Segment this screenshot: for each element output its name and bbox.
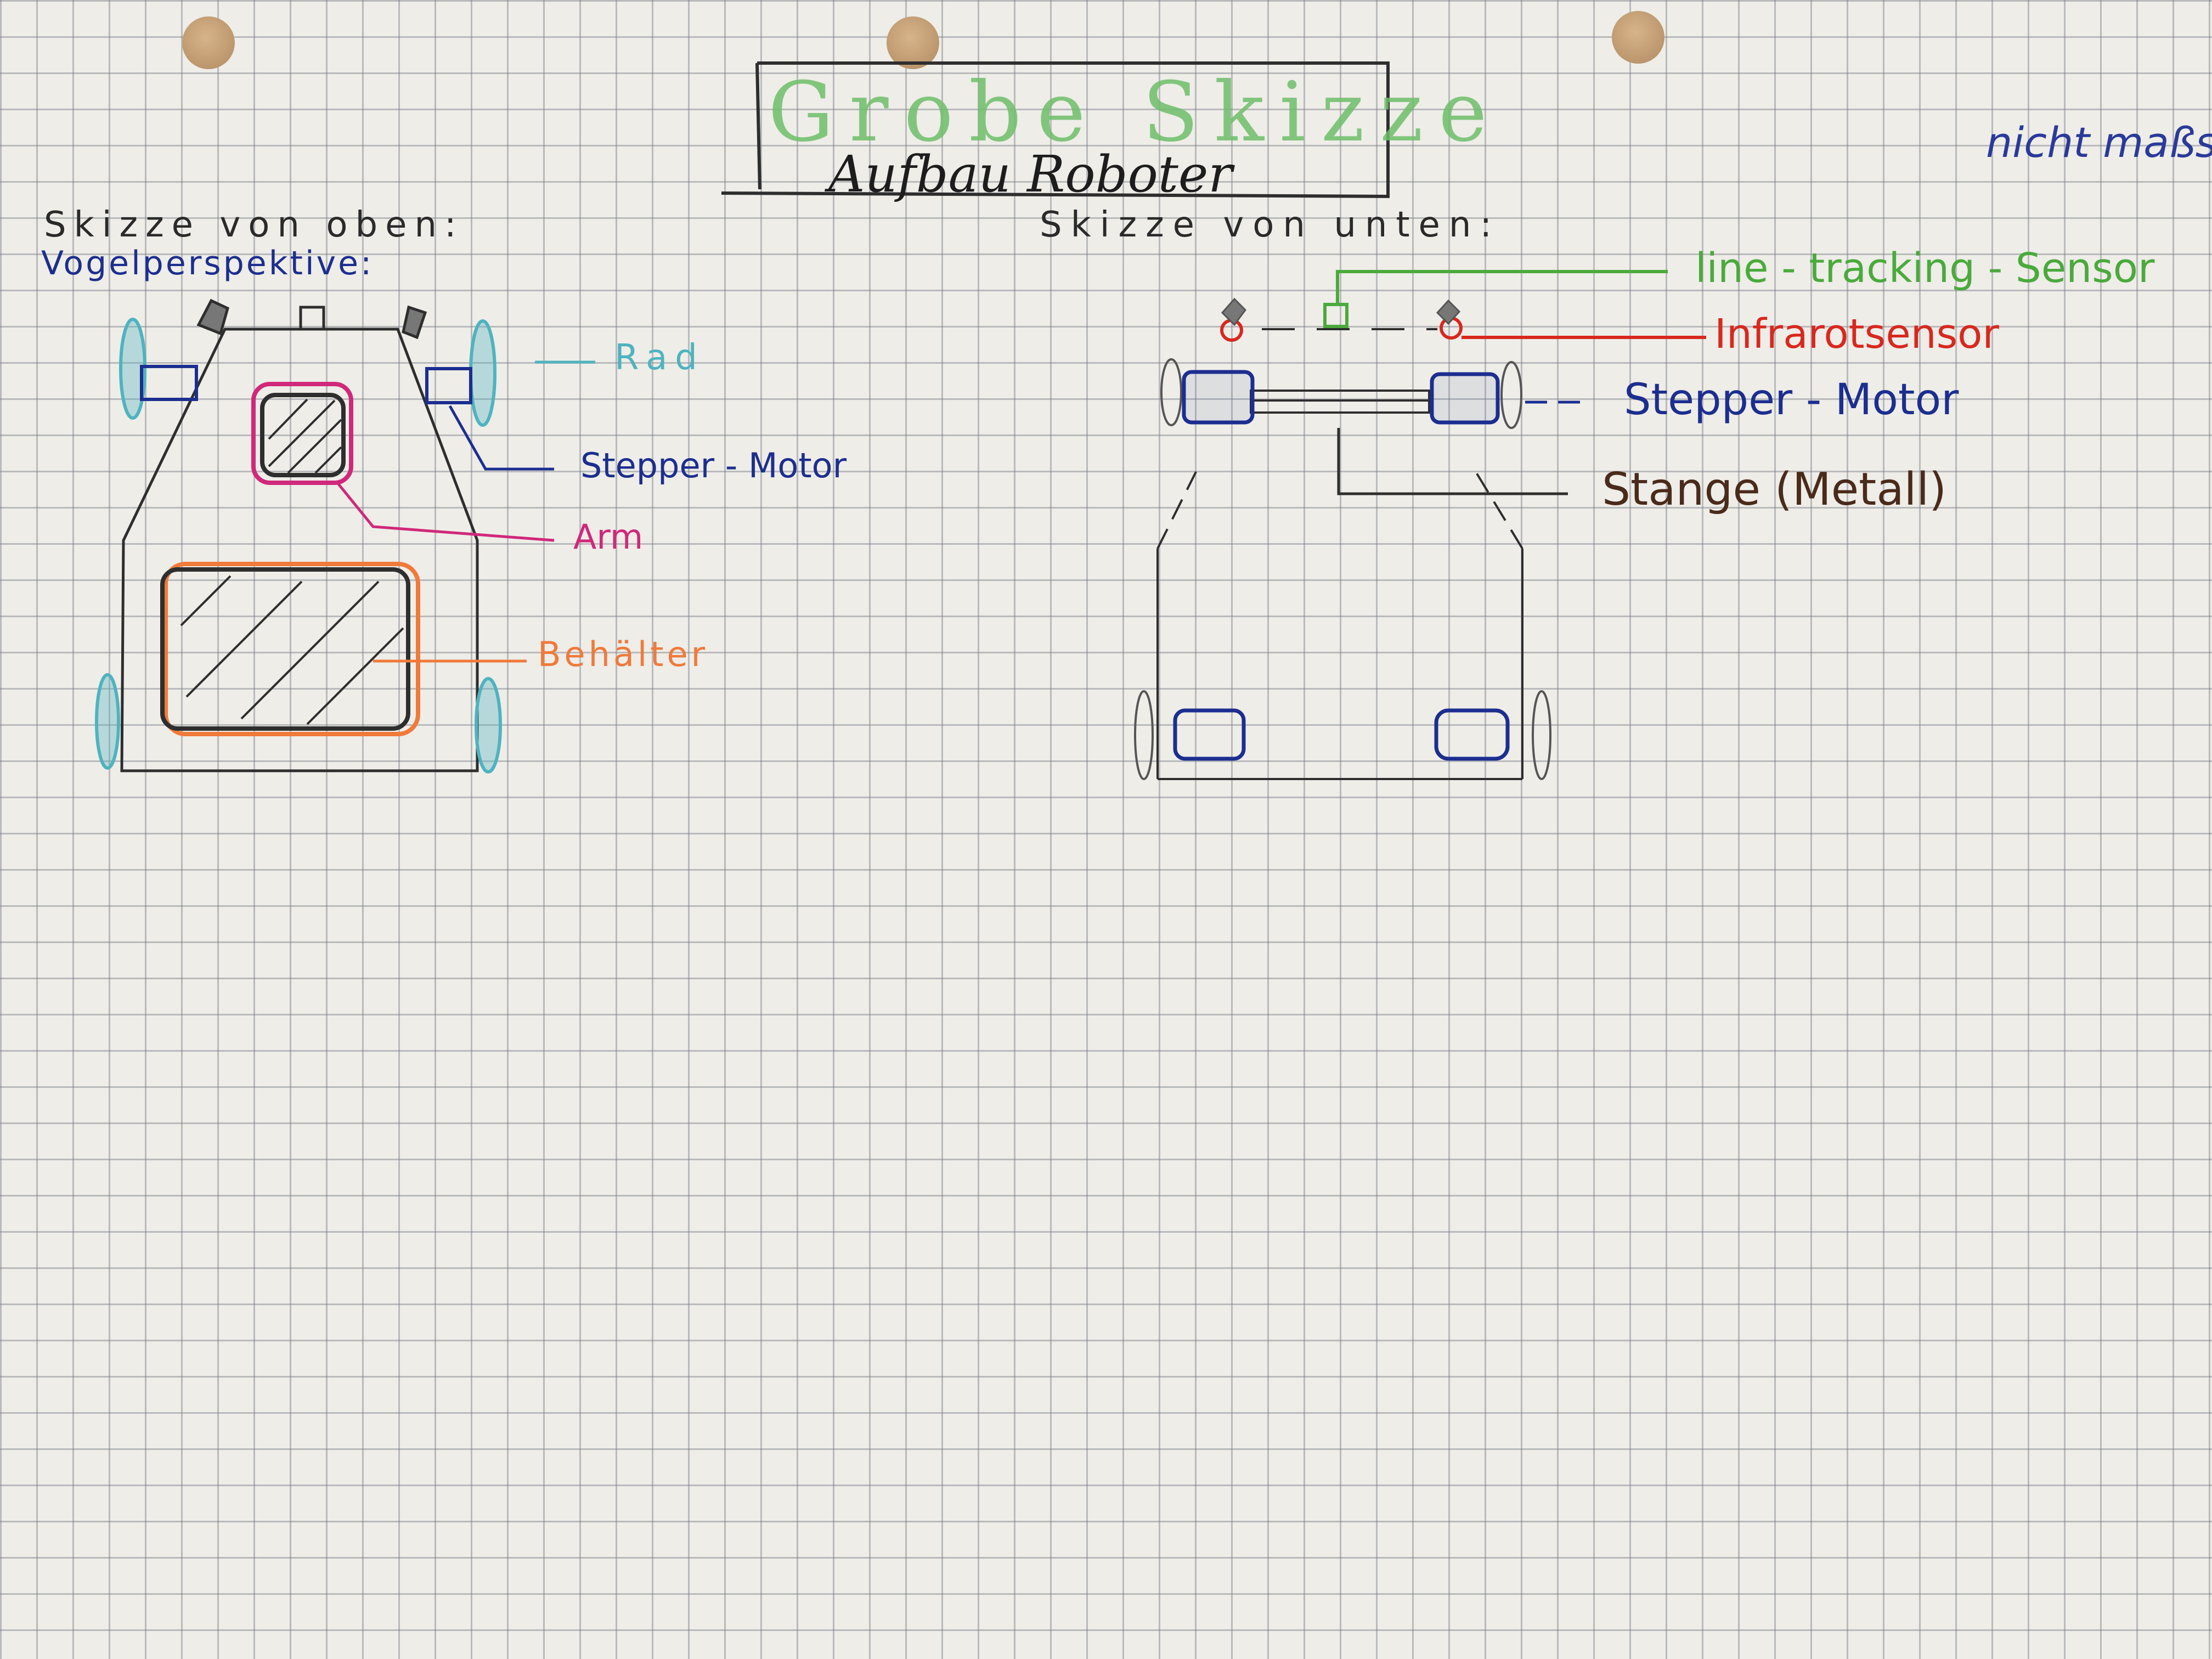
top-view-arm	[251, 382, 353, 485]
rod-leader	[1337, 428, 1568, 495]
note-right: nicht maßs	[1986, 118, 2212, 167]
top-view-subheading: Vogelperspektive:	[41, 244, 374, 283]
bottom-view-wheels	[1134, 358, 1551, 780]
bottom-view-heading: Skizze von unten:	[1040, 205, 1501, 245]
label-line-tracking-sensor: line - tracking - Sensor	[1695, 245, 2155, 292]
punch-hole	[887, 16, 939, 69]
bottom-view-rear-parts	[1173, 708, 1510, 761]
label-rod: Stange (Metall)	[1602, 464, 1947, 516]
punch-hole	[1612, 11, 1664, 64]
infrared-sensors	[1220, 297, 1706, 342]
label-infrared-sensor: Infrarotsensor	[1714, 311, 1999, 358]
top-view-wheels	[95, 318, 502, 774]
title-box	[721, 61, 1390, 199]
top-view-robot-body	[120, 298, 479, 772]
title-main: Grobe Skizze	[768, 65, 1503, 160]
title-sub: Aufbau Roboter	[828, 145, 1233, 204]
line-tracking-sensor	[1323, 270, 1668, 328]
label-arm: Arm	[573, 517, 644, 557]
top-view-leaders	[336, 360, 595, 663]
label-container: Behälter	[538, 634, 709, 674]
bottom-view-stepper-motors	[1182, 370, 1500, 425]
top-view-heading: Skizze von oben:	[44, 205, 464, 245]
punch-hole	[182, 16, 235, 69]
label-wheel: Rad	[614, 337, 705, 378]
top-view-stepper-motors	[140, 365, 472, 404]
label-stepper-motor-bottom: Stepper - Motor	[1624, 375, 1959, 425]
label-stepper-motor-top: Stepper - Motor	[580, 445, 847, 486]
top-view-container	[160, 562, 420, 736]
bottom-view-robot-body	[1156, 328, 1523, 780]
